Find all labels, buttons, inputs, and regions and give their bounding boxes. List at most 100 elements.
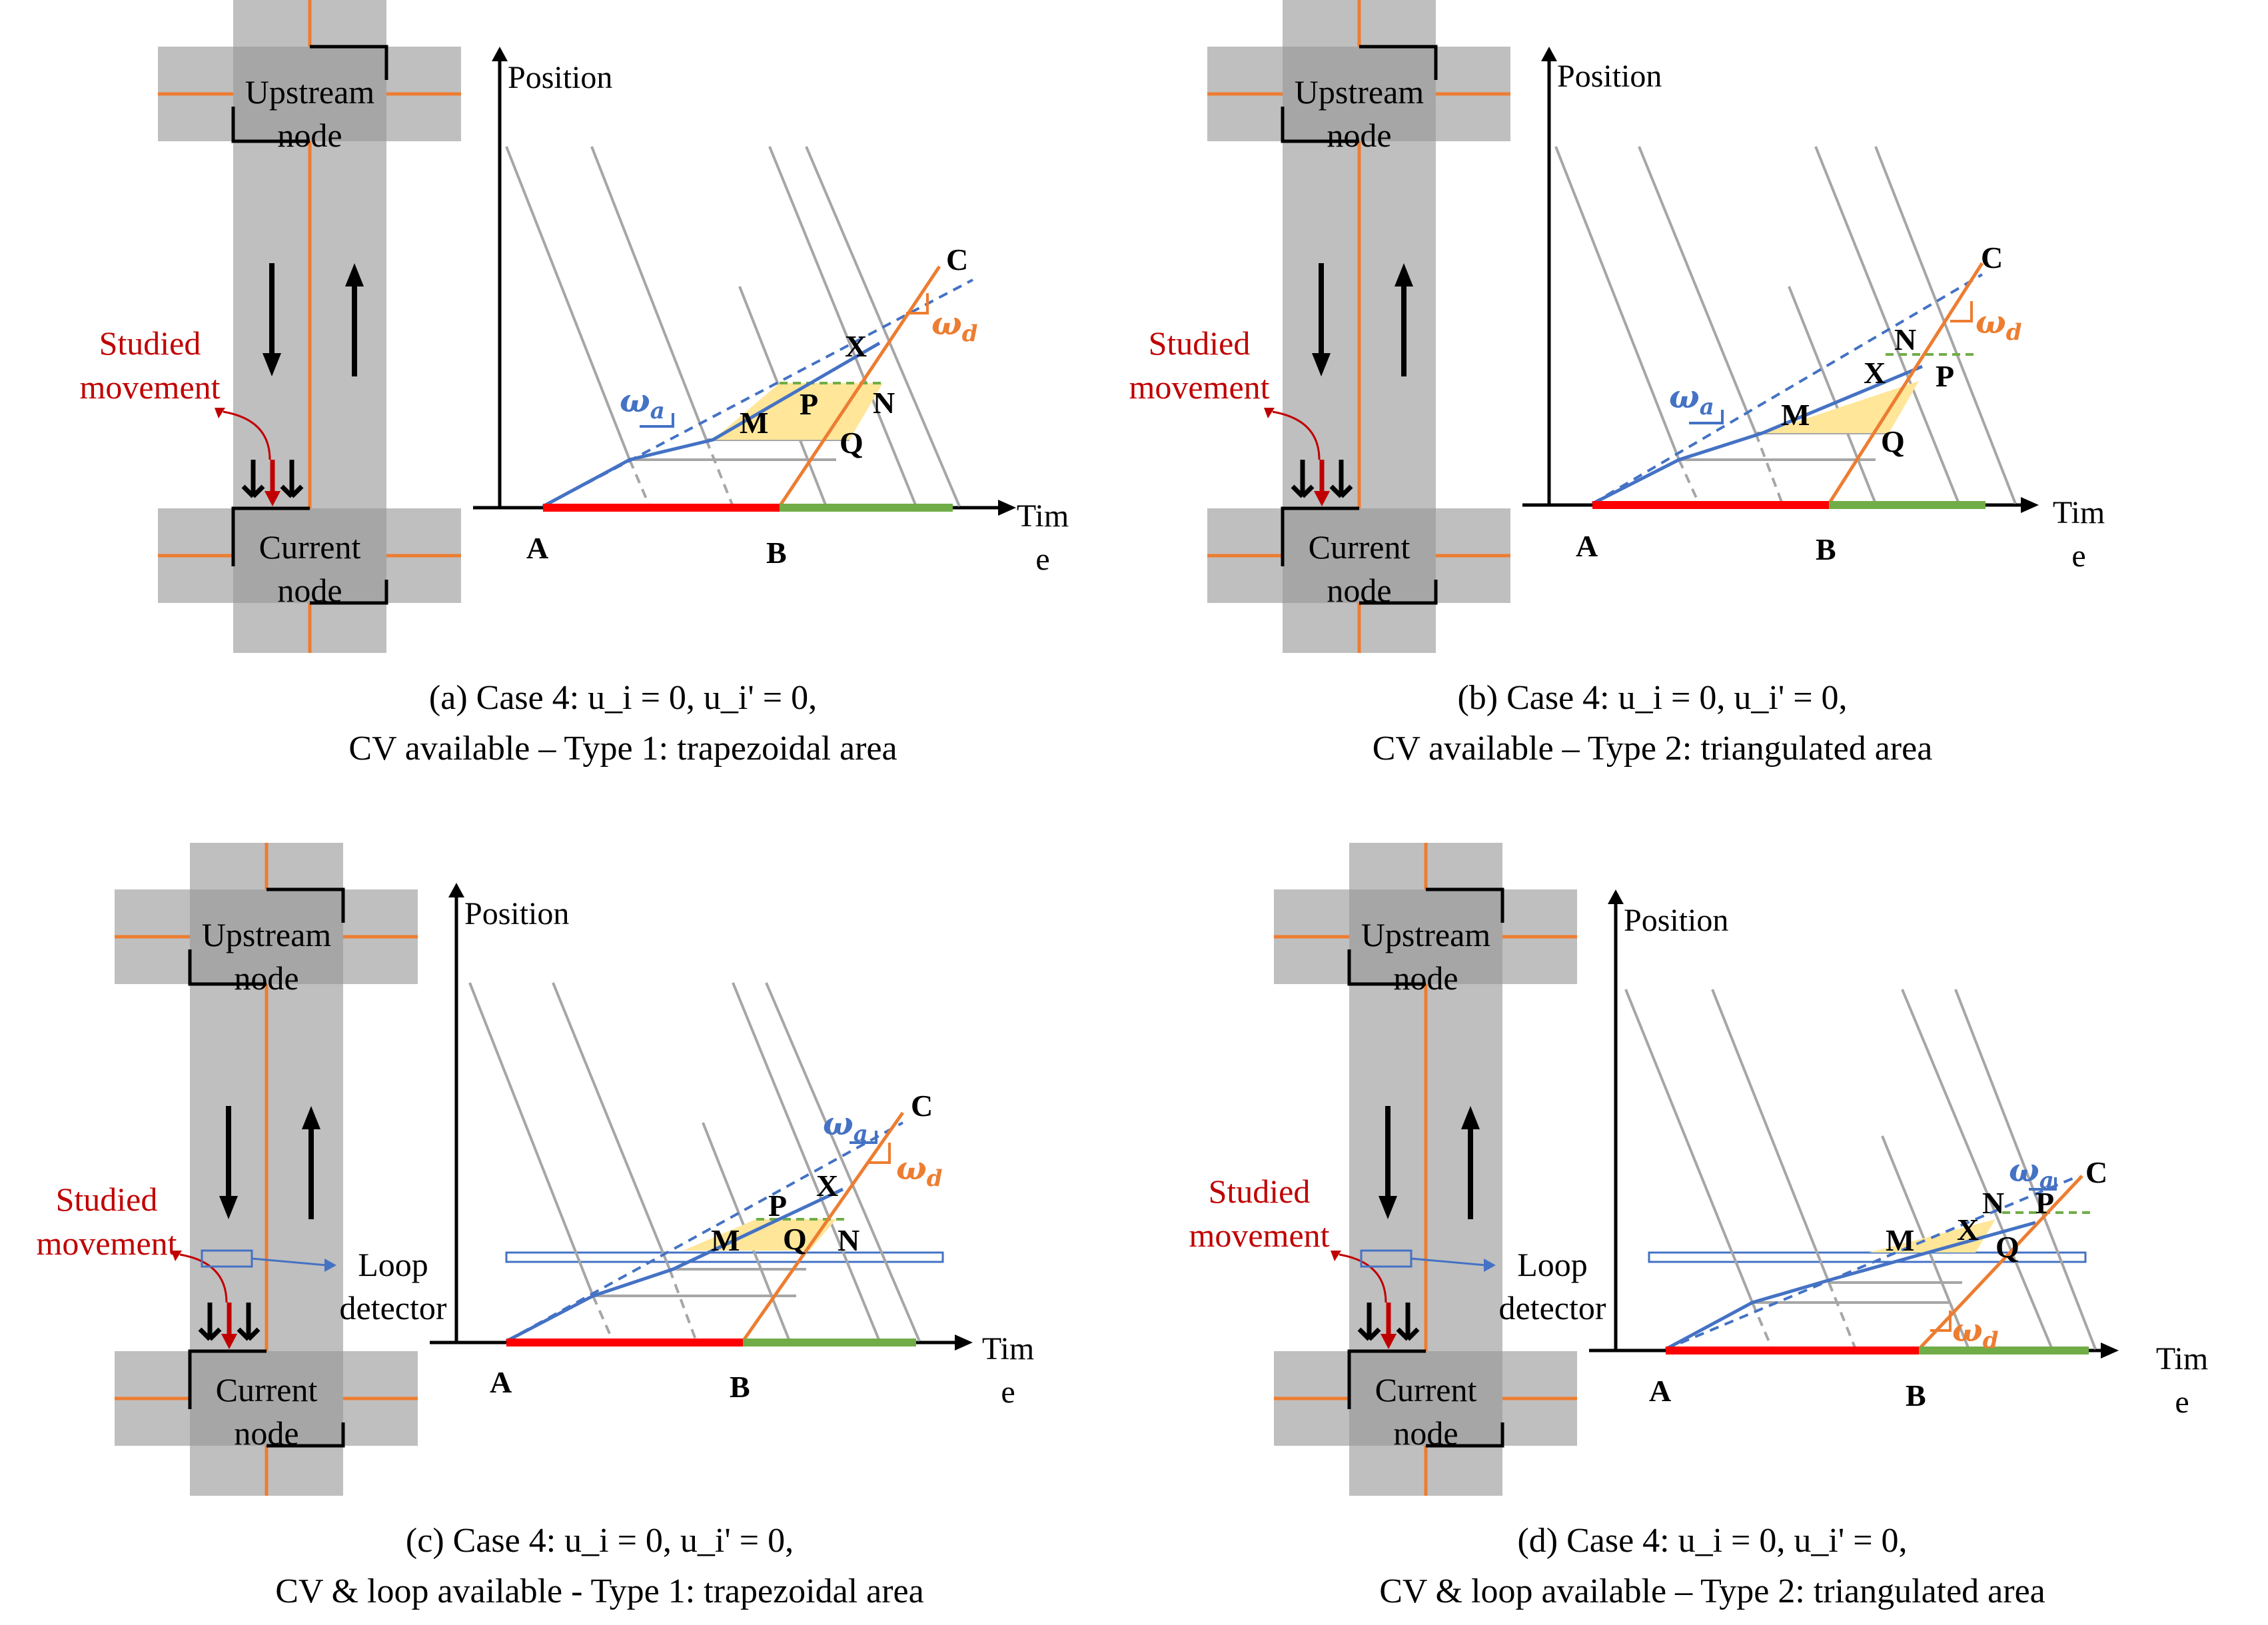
left-turn-arrow [1291,460,1315,498]
y-axis-label: Position [464,896,569,931]
point-X: X [1864,356,1886,390]
omega-d-symbol: ω [931,305,962,342]
studied-callout-line [1339,1253,1387,1303]
current-node-label: node [234,1414,298,1452]
omega-d-label: ωd [896,1150,943,1192]
point-N: N [873,386,895,420]
x-axis-label: Tim [2156,1341,2208,1376]
arrival-curve [1591,364,1923,506]
point-P: P [1936,359,1954,393]
current-node-box [233,508,386,603]
queue-area-trapezoid [683,1219,836,1251]
vehicle-trajectory [590,146,708,440]
loop-callout-line [251,1257,327,1267]
stop-line [267,887,345,923]
x-axis-label: e [2175,1384,2189,1420]
omega-d-slope-marker [906,293,929,314]
studied-callout-arrow-head [1331,1251,1341,1261]
point-M: M [1781,398,1810,432]
studied-label: Studied movement [1129,324,1269,406]
point-M: M [1886,1223,1914,1257]
x-axis-arrow [955,1335,973,1351]
omega-a-symbol: ω [823,1105,853,1143]
point-Q: Q [1995,1230,2019,1264]
arrival-projection [1591,273,1984,505]
arrival-curve [505,1187,844,1343]
northbound-arrow-head [1461,1106,1480,1129]
stop-line [188,949,267,986]
ts-diagram: Position Tim e [1522,47,2105,574]
studied-movement-label: movement [1129,368,1269,406]
road-network [1207,0,1510,653]
loop-detector-label: Loop [358,1246,428,1283]
studied-movement-label: Studied [1149,324,1251,362]
upstream-node-box [233,47,386,141]
caption-d-line1: (d) Case 4: u_i = 0, u_i' = 0, [1517,1522,1908,1560]
point-C: C [946,243,968,276]
point-X: X [845,329,867,363]
studied-movement-label: movement [1189,1217,1329,1254]
omega-d-label: ωd [1976,304,2022,346]
point-labels: A B C M N P X Q [1649,1155,2107,1412]
omega-a-slope-marker [640,413,674,428]
current-node-label: node [1327,572,1391,609]
loop-detector-band [505,1251,944,1263]
loop-label: Loop detector [339,1246,446,1327]
y-axis-arrow [492,47,508,61]
x-axis-label: Tim [1017,498,1069,534]
right-turn-arrow [237,1303,261,1341]
omega-a-symbol: ω [2009,1152,2039,1189]
y-axis-label: Position [508,60,612,95]
vehicle-trajectory [1954,989,2097,1350]
point-C: C [1981,241,2003,274]
panel-a: Upstream node Current node Studied movem… [0,0,1133,800]
vehicle-trajectory [1624,989,1754,1303]
omega-d-subscript: d [2006,319,2022,346]
northbound-arrow-head [345,263,364,286]
loop-label: Loop detector [1498,1246,1606,1327]
upstream-node-label: Upstream [1361,916,1490,953]
studied-movement-arrow-head [265,491,281,506]
southbound-arrow-head [1312,353,1331,376]
stop-line [267,1422,345,1448]
omega-a-symbol: ω [1669,378,1700,416]
y-axis-label: Position [1624,903,1728,938]
departure-wave [778,265,941,508]
queue-area-triangle [1762,381,1919,433]
omega-a-subscript: a [2039,1167,2054,1194]
current-node-label: node [1393,1414,1458,1452]
point-P: P [2035,1186,2054,1220]
panel-d: Upstream node Current node Studied movem… [1116,843,2268,1509]
road-network [115,843,418,1496]
current-node-label: Current [1375,1371,1477,1408]
studied-label: Studied movement [79,324,220,406]
point-labels: A B C M X N P Q [1576,241,2003,566]
point-X: X [1957,1213,1979,1247]
y-axis-label: Position [1557,59,1662,94]
caption-b: (b) Case 4: u_i = 0, u_i' = 0, CV availa… [1133,673,2172,774]
studied-label: Studied movement [1189,1173,1329,1254]
departure-wave [741,1111,905,1343]
x-axis-label: e [1035,542,1049,577]
vehicle-trajectory [1874,146,2017,504]
loop-detector-label: detector [1498,1289,1606,1327]
omega-a-label: ωa [1669,378,1714,420]
stop-line [310,45,388,80]
point-B: B [730,1370,750,1404]
point-labels: A B C M P Q N X [490,1089,933,1404]
upstream-node-label: Upstream [245,73,374,111]
omega-a-slope-marker [850,1131,877,1144]
vehicle-trajectory [1828,1282,1857,1350]
studied-callout-arrow-head [171,1251,182,1261]
studied-movement-arrow-head [1314,491,1330,506]
caption-c: (c) Case 4: u_i = 0, u_i' = 0, CV & loop… [0,1516,1199,1617]
vehicle-trajectory [592,1295,614,1342]
node-labels: Upstream node Current node [202,916,331,1452]
caption-a-line2: CV available – Type 1: trapezoidal area [348,730,897,768]
departure-wave [1827,262,1984,505]
node-labels: Upstream node Current node [1361,916,1490,1452]
ts-diagram: Position Tim e [430,883,1034,1410]
studied-movement-label: Studied [1209,1173,1311,1210]
arrival-projection [542,278,973,508]
point-P: P [768,1189,787,1223]
